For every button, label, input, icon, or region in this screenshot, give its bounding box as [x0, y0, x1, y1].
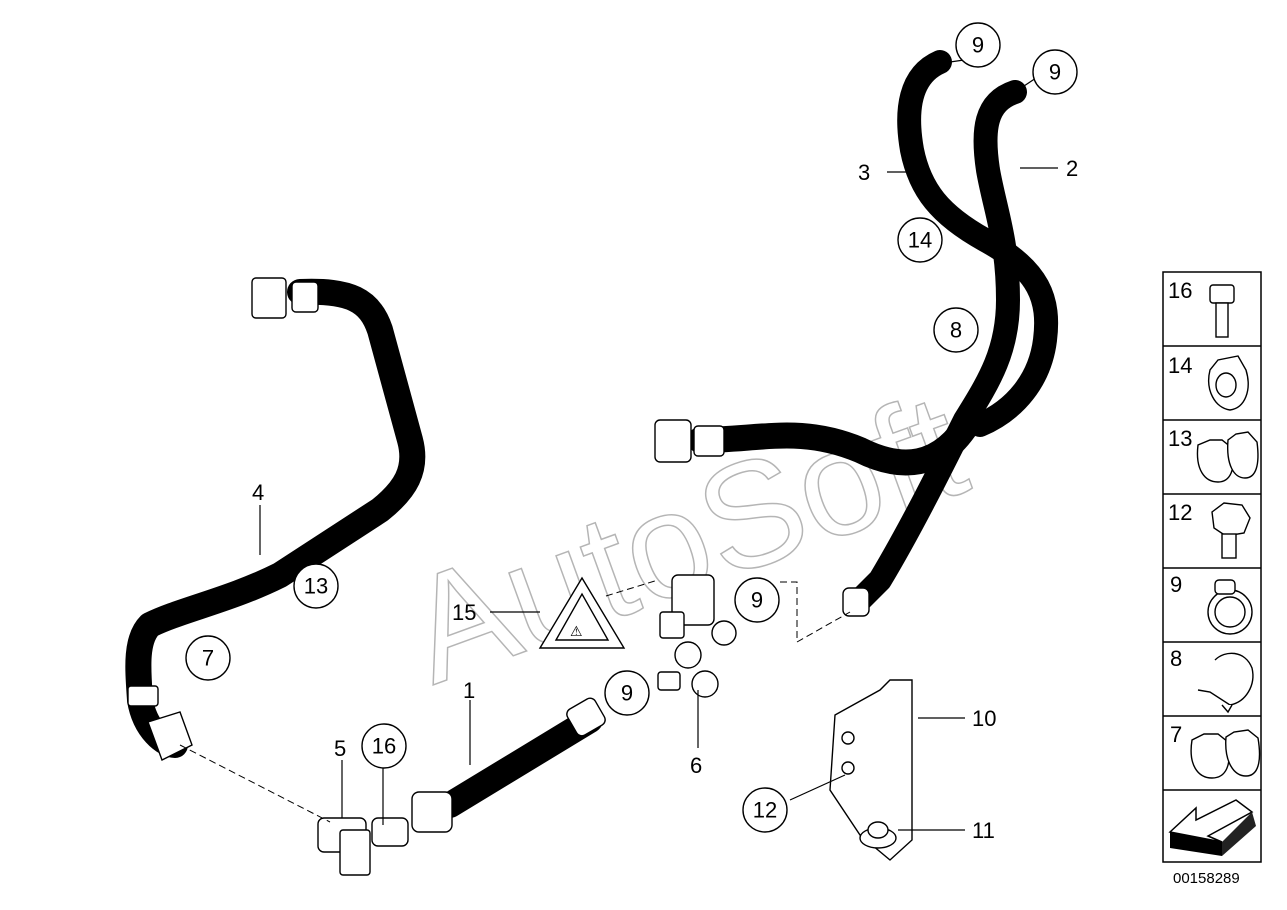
- callout-9-top-right[interactable]: 9: [1032, 49, 1078, 95]
- callout-7[interactable]: 7: [185, 635, 231, 681]
- drawing-code: 00158289: [1173, 870, 1240, 887]
- dashed-leader-15-6: [605, 579, 659, 597]
- hose-1-connector: [411, 791, 453, 833]
- dashed-leader-9-2: [780, 581, 851, 643]
- hose-4-coupling-top: [291, 281, 319, 313]
- svg-text:13: 13: [1168, 426, 1192, 451]
- bracket-10[interactable]: [829, 679, 913, 861]
- svg-text:7: 7: [1170, 722, 1182, 747]
- valve-6-plug: [659, 611, 685, 639]
- legend-item-14[interactable]: 14: [1168, 353, 1249, 411]
- label-5: 5: [334, 736, 346, 761]
- hose-4-coupling-bottom: [127, 685, 159, 707]
- bolt-icon: [1209, 284, 1235, 338]
- svg-text:9: 9: [1049, 60, 1061, 85]
- hex-bolt-icon: [1211, 502, 1251, 559]
- svg-text:9: 9: [751, 588, 763, 613]
- svg-text:7: 7: [202, 646, 214, 671]
- callout-12[interactable]: 12: [742, 787, 788, 833]
- hose-1-end: [566, 697, 606, 737]
- double-clip-icon: [1190, 729, 1261, 779]
- legend-item-8[interactable]: 8: [1170, 646, 1254, 714]
- hose-3[interactable]: [897, 50, 1059, 437]
- hose-clip-icon: [1207, 579, 1253, 635]
- hose-2-end-connector: [842, 587, 870, 617]
- spring-clip-icon: [1197, 652, 1254, 714]
- valve-6-stub: [657, 671, 681, 691]
- svg-text:13: 13: [304, 574, 328, 599]
- warning-label-glyph: ⚠: [570, 623, 583, 639]
- direction-arrow-icon: [1168, 799, 1256, 856]
- hose-4[interactable]: [125, 277, 426, 761]
- legend-item-7[interactable]: 7: [1170, 722, 1261, 779]
- label-4: 4: [252, 480, 264, 505]
- hose-4-connector-bottom: [147, 711, 193, 761]
- callout-16[interactable]: 16: [361, 723, 407, 769]
- valve-6-port-left: [674, 641, 702, 669]
- svg-text:14: 14: [1168, 353, 1192, 378]
- bracket-10-hole-top: [841, 731, 855, 745]
- callout-8[interactable]: 8: [933, 307, 979, 353]
- label-15: 15: [452, 600, 476, 625]
- hose-middle-connector: [654, 419, 692, 463]
- label-6: 6: [690, 753, 702, 778]
- bracket-10-hole-bottom: [841, 761, 855, 775]
- callout-9-lower[interactable]: 9: [604, 670, 650, 716]
- double-clip-icon: [1196, 431, 1259, 483]
- valve-6[interactable]: [657, 574, 737, 698]
- legend-panel: 16 14 13 12: [1162, 271, 1262, 863]
- callout-9-top-left[interactable]: 9: [955, 22, 1001, 68]
- svg-text:12: 12: [753, 798, 777, 823]
- svg-text:9: 9: [972, 33, 984, 58]
- label-10: 10: [972, 706, 996, 731]
- valve-6-port-right: [711, 620, 737, 646]
- svg-text:12: 12: [1168, 500, 1192, 525]
- legend-item-12[interactable]: 12: [1168, 500, 1251, 559]
- legend-item-arrow[interactable]: [1168, 799, 1256, 856]
- svg-text:8: 8: [1170, 646, 1182, 671]
- hose-middle-coupling: [693, 425, 725, 457]
- label-3: 3: [858, 160, 870, 185]
- callout-13[interactable]: 13: [293, 563, 339, 609]
- warning-label-15[interactable]: ⚠: [538, 576, 626, 649]
- svg-text:14: 14: [908, 228, 932, 253]
- label-11: 11: [972, 818, 995, 843]
- callout-9-middle[interactable]: 9: [734, 577, 780, 623]
- grommet-11[interactable]: [859, 821, 897, 849]
- svg-text:16: 16: [372, 734, 396, 759]
- svg-text:8: 8: [950, 318, 962, 343]
- legend-item-9[interactable]: 9: [1170, 572, 1253, 635]
- valve-6-port-bottom: [691, 670, 719, 698]
- connector-5-bracket: [339, 829, 371, 876]
- svg-text:9: 9: [1170, 572, 1182, 597]
- hose-1[interactable]: [411, 696, 607, 833]
- legend-item-16[interactable]: 16: [1168, 278, 1235, 338]
- dashed-leader-7-5: [179, 744, 331, 823]
- hose-clamp-icon: [1208, 355, 1249, 411]
- callout-14[interactable]: 14: [897, 217, 943, 263]
- legend-item-13[interactable]: 13: [1168, 426, 1259, 483]
- label-1: 1: [463, 678, 475, 703]
- leader-12: [789, 774, 846, 801]
- svg-text:16: 16: [1168, 278, 1192, 303]
- connector-5[interactable]: [317, 817, 409, 876]
- hose-middle[interactable]: [654, 407, 983, 476]
- svg-text:9: 9: [621, 681, 633, 706]
- hose-4-connector-top: [251, 277, 287, 319]
- hose-2[interactable]: [842, 80, 1027, 617]
- label-2: 2: [1066, 156, 1078, 181]
- connector-5-outlet: [371, 817, 409, 847]
